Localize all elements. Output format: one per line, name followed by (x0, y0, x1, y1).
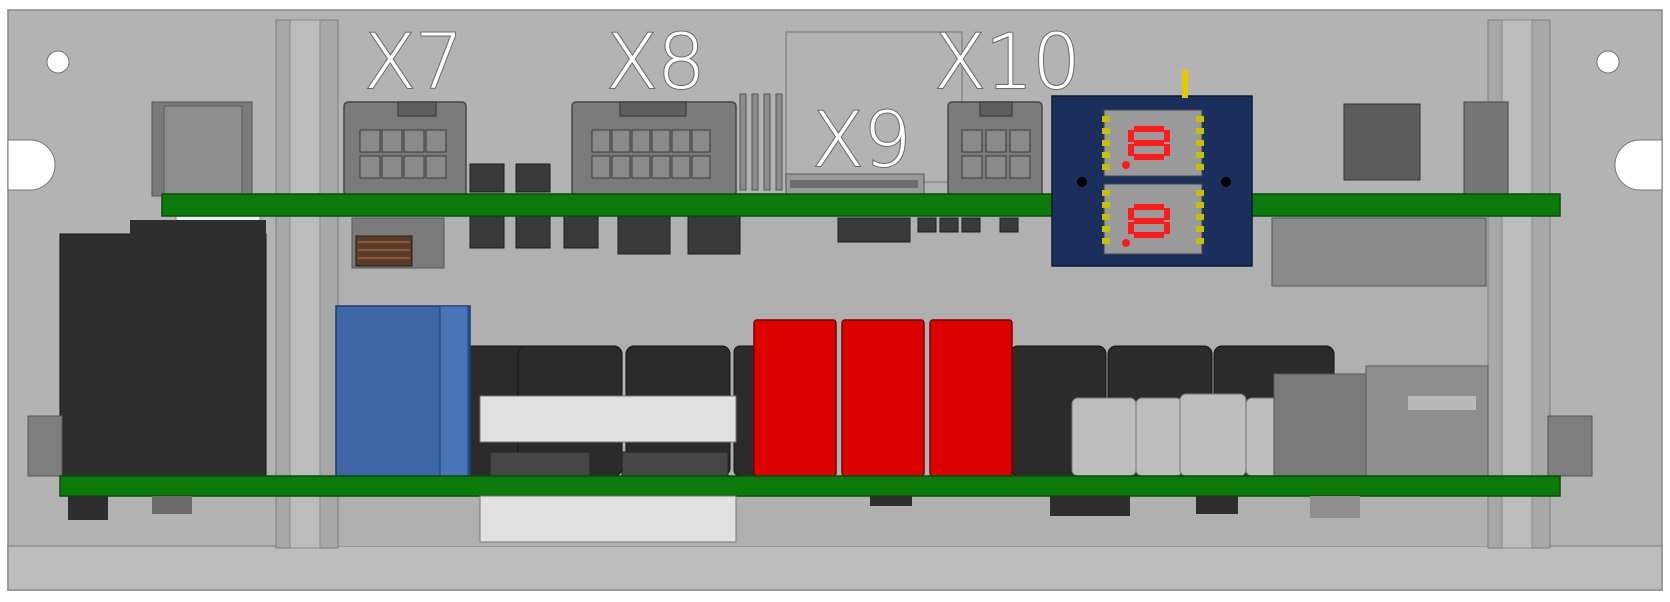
side-notch-right (1614, 139, 1663, 191)
seven-segment-digit-2 (1102, 183, 1204, 255)
enclosure-bottom-rail (7, 545, 1663, 591)
connector-label-x8: X8 (605, 17, 706, 106)
power-supply-block (59, 233, 267, 481)
x7-connector (343, 101, 467, 197)
seven-segment-display-board (1051, 70, 1253, 267)
power-supply-block-top (130, 220, 266, 240)
electrolytic-capacitors (1071, 393, 1279, 477)
blue-capacitor (335, 305, 471, 477)
standoff-left (275, 19, 339, 549)
bottom-side-parts (68, 495, 1360, 543)
upper-pcb (161, 193, 1561, 217)
side-notch-left (7, 139, 56, 191)
connector-label-x10: X10 (933, 17, 1082, 106)
mounting-hole-left (46, 50, 70, 74)
connector-label-x7: X7 (363, 17, 464, 106)
right-module (1273, 365, 1489, 479)
standoff-right (1487, 19, 1551, 549)
white-component (479, 395, 737, 443)
connector-label-x9: X9 (811, 95, 912, 184)
lower-pcb (59, 475, 1561, 497)
upper-right-part (1271, 101, 1509, 287)
side-clip-left (27, 415, 63, 477)
pin-header (739, 93, 783, 191)
side-clip-right (1547, 415, 1593, 477)
red-relays (753, 319, 1013, 477)
inductor (351, 217, 445, 269)
mounting-hole-right (1596, 50, 1620, 74)
x8-connector (571, 101, 737, 197)
x10-connector (947, 101, 1043, 197)
seven-segment-digit-1 (1102, 109, 1204, 177)
